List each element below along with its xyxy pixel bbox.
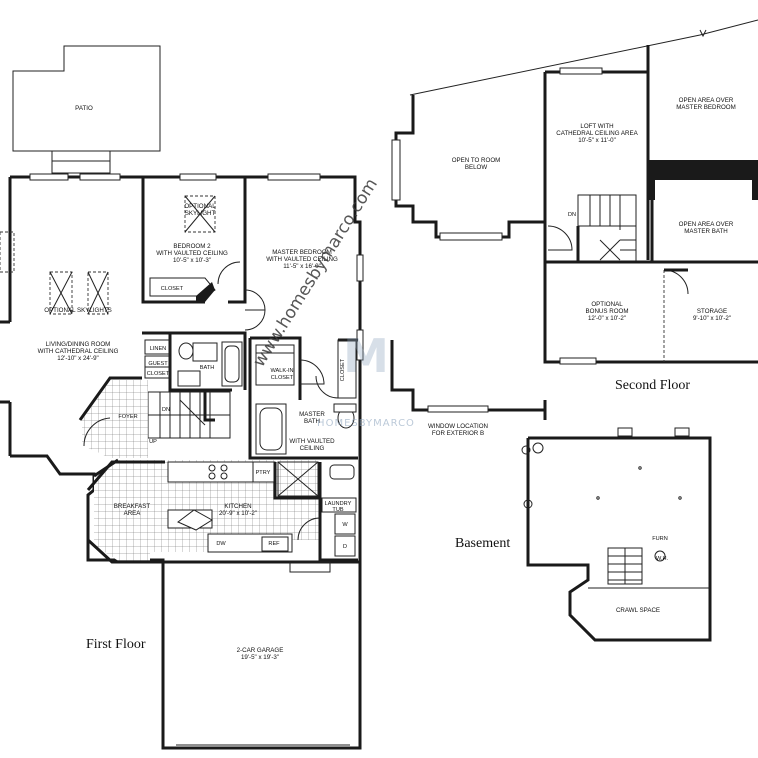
label-up-first: UP [149,439,157,445]
label-crawl-space: CRAWL SPACE [616,607,660,614]
label-bedroom2-1: BEDROOM 2 [173,243,211,250]
label-laundry-2: TUB [332,507,343,513]
skylight-left-dashed [0,231,15,273]
label-open-area-mbath-2: MASTER BATH [684,228,728,235]
basement-plan [521,427,712,642]
label-bath: BATH [200,365,215,371]
label-ref: REF [268,541,280,547]
label-loft-1: LOFT WITH [580,123,613,130]
dryer [334,535,356,557]
label-living-dining-3: 12'-10" x 24'-9" [57,355,99,362]
label-master-bath-2: BATH [304,418,320,425]
label-bonus-1: OPTIONAL [591,301,623,308]
label-ptry: PTRY [256,470,271,476]
label-master-bath-3: WITH VAULTED [289,438,335,445]
label-loft-3: 10'-5" x 11'-0" [578,137,616,144]
room-labels: PATIO OPTIONAL SKYLIGHT BEDROOM 2 WITH V… [38,97,736,661]
label-open-area-mbed-2: MASTER BEDROOM [676,104,735,111]
bedroom2-skylight-dashed [184,195,216,233]
label-breakfast-2: AREA [124,510,142,517]
second-floor-roofline [409,19,758,96]
title-first-floor: First Floor [86,637,146,652]
foyer-tile-floor [82,380,148,458]
label-patio: PATIO [75,105,93,112]
basement-stairs [607,547,643,585]
label-guest-1: GUEST [148,361,168,367]
patio-steps [51,150,111,174]
second-floor-plan [390,19,758,420]
label-walk-in-1: WALK-IN [270,368,293,374]
label-washer: W [342,522,348,528]
label-closet-master: CLOSET [340,358,346,381]
label-laundry-1: LAUNDRY [325,501,352,507]
label-storage-1: STORAGE [697,308,727,315]
optional-skylight-a [49,271,73,315]
label-window-location-2: FOR EXTERIOR B [432,430,484,437]
label-master-bedroom-3: 11'-5" x 16'-0" [283,263,321,270]
second-floor-stairs [576,194,648,264]
bath-toilet [178,342,194,360]
laundry-tub [321,497,357,513]
label-wh: W.H. [656,556,669,562]
label-dn-second: DN [568,212,576,218]
optional-skylight-b [87,271,109,315]
label-storage-2: 9'-10" x 10'-2" [693,315,731,322]
label-bonus-3: 12'-0" x 10'-2" [588,315,626,322]
label-open-area-mbed-1: OPEN AREA OVER [679,97,734,104]
label-kitchen-2: 20'-9" x 10'-2" [219,510,257,517]
label-garage-2: 19'-5" x 19'-3" [241,654,279,661]
basement-wall [526,436,712,642]
label-window-location-1: WINDOW LOCATION [428,423,488,430]
title-basement: Basement [455,536,510,551]
label-guest-2: CLOSET [147,371,170,377]
label-open-to-room-2: BELOW [465,164,488,171]
watermark-logo-letter: M [343,329,389,383]
bath-tub [221,341,243,387]
patio-outline [12,45,161,152]
label-linen: LINEN [150,346,166,352]
label-closet-bedroom2: CLOSET [161,286,184,292]
label-living-dining-1: LIVING/DINING ROOM [46,341,111,348]
label-kitchen-1: KITCHEN [224,503,251,510]
label-bedroom2-2: WITH VAULTED CEILING [156,250,228,257]
watermark: www.homesbymarco.com M HOMESBYMARCO [249,175,415,429]
chimney-block [648,160,758,200]
label-dn-first: DN [162,407,170,413]
washer [334,513,356,535]
label-furn: FURN [652,536,668,542]
label-walk-in-2: CLOSET [271,375,294,381]
label-garage-1: 2-CAR GARAGE [237,647,284,654]
pantry-box [277,461,319,497]
label-master-bedroom-1: MASTER BEDROOM [272,249,331,256]
title-second-floor: Second Floor [615,378,690,393]
label-master-bath-4: CEILING [300,445,325,452]
label-breakfast-1: BREAKFAST [114,503,151,510]
first-floor-plan [0,45,364,750]
label-optional-skylight-2: SKYLIGHT [185,210,216,217]
label-optional-skylights: OPTIONAL SKYLIGHTS [44,307,112,314]
master-closet [337,339,357,399]
first-floor-stairs [147,391,231,439]
label-master-bath-1: MASTER [299,411,325,418]
label-open-area-mbath-1: OPEN AREA OVER [679,221,734,228]
label-loft-2: CATHEDRAL CEILING AREA [556,130,638,137]
watermark-brand: HOMESBYMARCO [317,418,415,429]
label-open-to-room-1: OPEN TO ROOM [452,157,501,164]
label-bonus-2: BONUS ROOM [586,308,629,315]
open-to-room-outline [394,95,545,239]
label-dw: DW [216,541,226,547]
label-optional-skylight-1: OPTIONAL [184,203,216,210]
label-bedroom2-3: 10'-5" x 10'-3" [173,257,211,264]
linen-closet [144,339,171,355]
label-living-dining-2: WITH CATHEDRAL CEILING [38,348,119,355]
label-foyer: FOYER [118,414,137,420]
label-dryer: D [343,544,347,550]
breakfast-bay-wall [93,458,119,478]
label-master-bedroom-2: WITH VAULTED CEILING [266,256,338,263]
